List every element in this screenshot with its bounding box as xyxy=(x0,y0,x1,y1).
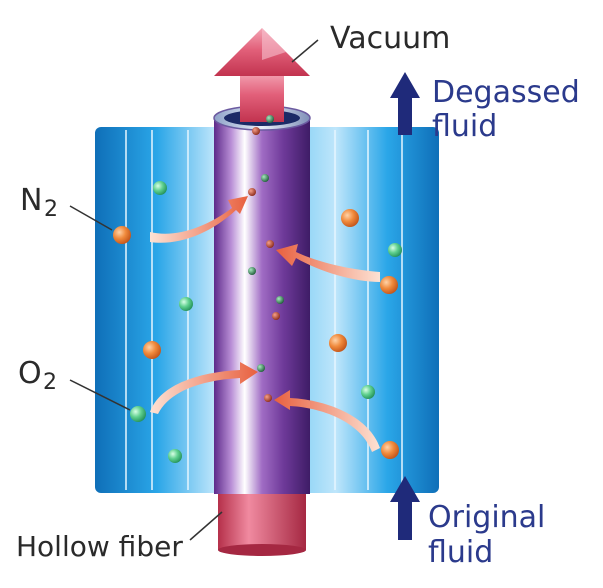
leader-lines xyxy=(69,39,319,541)
o2-bubbles xyxy=(130,181,402,463)
o2-label: O 2 xyxy=(18,356,57,395)
o2-label-base: O xyxy=(18,356,42,391)
transfer-arrow-right-lower xyxy=(274,390,380,452)
o2-label-subscript: 2 xyxy=(43,370,57,395)
n2-bubbles xyxy=(113,209,399,459)
n2-label-subscript: 2 xyxy=(44,197,58,222)
n2-label: N 2 xyxy=(20,183,58,222)
transfer-arrow-n2-left xyxy=(150,196,248,243)
gas-transfer-arrows xyxy=(150,196,380,452)
original-fluid-label-line2: fluid xyxy=(428,535,493,570)
degassed-fluid-label-line2: fluid xyxy=(432,109,497,144)
degassed-fluid-label-line1: Degassed xyxy=(432,75,580,110)
original-fluid-up-arrow-icon xyxy=(390,476,420,540)
degassed-fluid-up-arrow-icon xyxy=(390,72,420,135)
fiber-molecules xyxy=(248,174,284,402)
transfer-arrow-o2-left xyxy=(150,362,258,414)
tube-opening-molecules xyxy=(252,115,274,135)
hollow-fiber-tube xyxy=(213,105,311,556)
n2-label-base: N xyxy=(20,183,42,218)
transfer-arrow-right-upper xyxy=(276,244,380,282)
vacuum-arrow-icon xyxy=(214,28,310,122)
vacuum-label: Vacuum xyxy=(330,21,450,56)
original-fluid-label-line1: Original xyxy=(428,500,545,535)
hollow-fiber-label: Hollow fiber xyxy=(16,530,183,563)
